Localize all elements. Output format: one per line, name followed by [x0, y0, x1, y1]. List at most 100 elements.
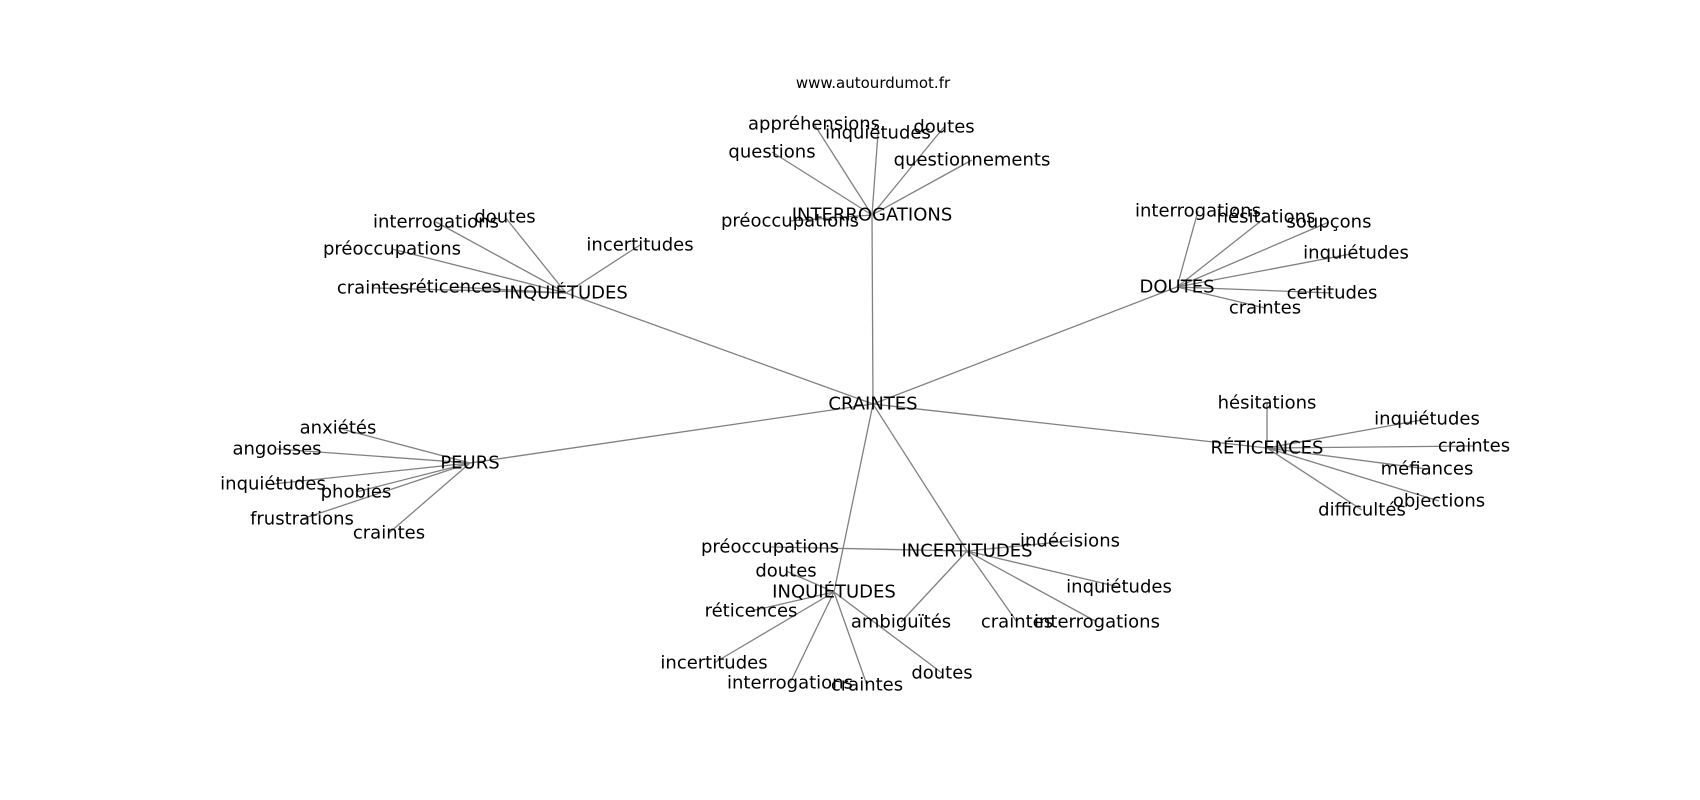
leaf-label-h4-2: inquiétudes: [220, 474, 326, 495]
leaf-label-h3-2: soupçons: [1287, 212, 1372, 233]
leaf-label-h5-1: inquiétudes: [1374, 409, 1480, 430]
leaf-label-h6-4: craintes: [981, 612, 1053, 633]
leaf-label-h1-2: doutes: [913, 117, 974, 138]
edge-h3-leaf-3: [1176, 252, 1357, 288]
edge-h2-leaf-1: [504, 216, 567, 294]
leaf-label-h7-0: doutes: [755, 561, 816, 582]
edge-h1-leaf-5: [789, 214, 873, 222]
leaf-label-h5-0: hésitations: [1218, 393, 1317, 414]
edge-h3-leaf-4: [1176, 286, 1333, 294]
edge-h3-leaf-0: [1176, 210, 1199, 288]
edge-h1-leaf-2: [871, 126, 945, 216]
edge-h2-leaf-4: [372, 287, 567, 294]
edge-center-h1: [871, 214, 874, 405]
leaf-label-h1-0: appréhensions: [748, 114, 880, 135]
hub-label-h7: INQUIÉTUDES: [772, 581, 896, 603]
edge-center-h6: [872, 403, 968, 552]
hub-label-h4: PEURS: [440, 453, 499, 474]
leaf-label-h3-5: craintes: [1229, 298, 1301, 319]
leaf-label-h1-3: questions: [728, 142, 815, 163]
edge-h3-leaf-2: [1176, 221, 1330, 288]
watermark: www.autourdumot.fr: [796, 74, 951, 92]
edge-h4-leaf-2: [272, 462, 471, 485]
edge-h2-leaf-0: [435, 221, 567, 294]
edge-h1-leaf-1: [871, 132, 879, 216]
edge-h6-leaf-2: [966, 550, 1120, 588]
leaf-label-h2-4: craintes: [337, 278, 409, 299]
edge-h2-leaf-2: [565, 244, 641, 294]
leaf-label-h2-1: doutes: [474, 207, 535, 228]
leaf-label-h1-1: inquiétudes: [825, 123, 931, 144]
edge-h7-leaf-5: [833, 591, 943, 674]
edge-h7-leaf-1: [750, 591, 835, 612]
leaf-label-h5-3: méfiances: [1381, 459, 1474, 480]
edge-h5-leaf-5: [1266, 447, 1363, 511]
edge-h4-leaf-0: [337, 427, 471, 464]
edge-center-h3: [872, 286, 1178, 405]
edge-h4-leaf-3: [355, 462, 471, 493]
hub-label-h1: INTERROGATIONS: [792, 205, 953, 226]
leaf-label-h1-5: préoccupations: [721, 211, 859, 232]
edge-h3-leaf-5: [1176, 286, 1266, 309]
edge-h7-leaf-2: [713, 591, 835, 664]
leaf-label-h6-2: inquiétudes: [1066, 577, 1172, 598]
edge-h4-leaf-5: [388, 462, 471, 534]
edge-h6-leaf-3: [900, 550, 968, 623]
edge-center-h7: [833, 403, 874, 593]
hub-label-h6: INCERTITUDES: [901, 541, 1032, 562]
leaf-label-h6-1: préoccupations: [701, 537, 839, 558]
edge-h6-leaf-4: [966, 550, 1018, 623]
leaf-label-h1-4: questionnements: [894, 150, 1051, 171]
edge-h5-leaf-3: [1266, 447, 1428, 470]
edge-h7-leaf-4: [833, 591, 868, 686]
leaf-label-h7-5: doutes: [911, 663, 972, 684]
edges: [272, 123, 1475, 686]
leaf-label-h5-2: craintes: [1438, 436, 1510, 457]
leaf-label-h2-2: incertitudes: [586, 235, 693, 256]
edge-h4-leaf-1: [276, 448, 471, 464]
edge-center-h2: [565, 292, 874, 405]
leaf-label-h3-4: certitudes: [1287, 283, 1378, 304]
edge-center-h5: [872, 403, 1268, 449]
hub-label-h3: DOUTES: [1140, 277, 1215, 298]
leaf-label-h2-5: réticences: [409, 277, 502, 298]
edge-h2-leaf-5: [454, 286, 567, 294]
edge-h2-leaf-3: [391, 248, 567, 294]
edge-h1-leaf-0: [813, 123, 873, 216]
edge-h5-leaf-4: [1266, 447, 1440, 502]
leaf-label-h6-5: interrogations: [1034, 612, 1160, 633]
leaf-label-h5-4: objections: [1393, 491, 1485, 512]
edge-h7-leaf-3: [789, 591, 835, 684]
hub-label-h5: RÉTICENCES: [1211, 437, 1324, 459]
edge-h7-leaf-0: [785, 570, 835, 593]
center-label: CRAINTES: [828, 394, 917, 415]
leaf-label-h6-3: ambiguïtés: [851, 612, 951, 633]
edge-h3-leaf-1: [1176, 216, 1267, 288]
leaf-label-h4-5: craintes: [353, 523, 425, 544]
leaf-label-h3-0: interrogations: [1135, 201, 1261, 222]
edge-h5-leaf-1: [1266, 418, 1428, 449]
edge-h6-leaf-0: [966, 540, 1071, 552]
edge-center-h4: [469, 403, 874, 464]
edge-h1-leaf-4: [871, 159, 973, 216]
leaf-label-h7-3: interrogations: [727, 673, 853, 694]
leaf-label-h7-4: craintes: [831, 675, 903, 696]
leaf-label-h4-4: frustrations: [250, 509, 354, 530]
edge-h5-leaf-2: [1266, 445, 1475, 449]
leaf-label-h7-2: incertitudes: [660, 653, 767, 674]
hub-label-h2: INQUIÉTUDES: [504, 282, 628, 304]
leaf-label-h2-3: préoccupations: [323, 239, 461, 260]
leaf-label-h4-3: phobies: [321, 482, 392, 503]
leaf-label-h5-5: difficultés: [1318, 500, 1406, 521]
leaf-label-h7-1: réticences: [705, 601, 798, 622]
leaf-label-h4-1: angoisses: [232, 439, 321, 460]
leaf-label-h6-0: indécisions: [1020, 531, 1120, 552]
edge-h6-leaf-5: [966, 550, 1098, 623]
edge-h4-leaf-4: [301, 462, 471, 520]
labels: INTERROGATIONSappréhensionsinquiétudesdo…: [220, 114, 1510, 696]
leaf-label-h2-0: interrogations: [373, 212, 499, 233]
leaf-label-h4-0: anxiétés: [300, 418, 377, 439]
leaf-label-h3-3: inquiétudes: [1303, 243, 1409, 264]
leaf-label-h3-1: hésitations: [1217, 207, 1316, 228]
